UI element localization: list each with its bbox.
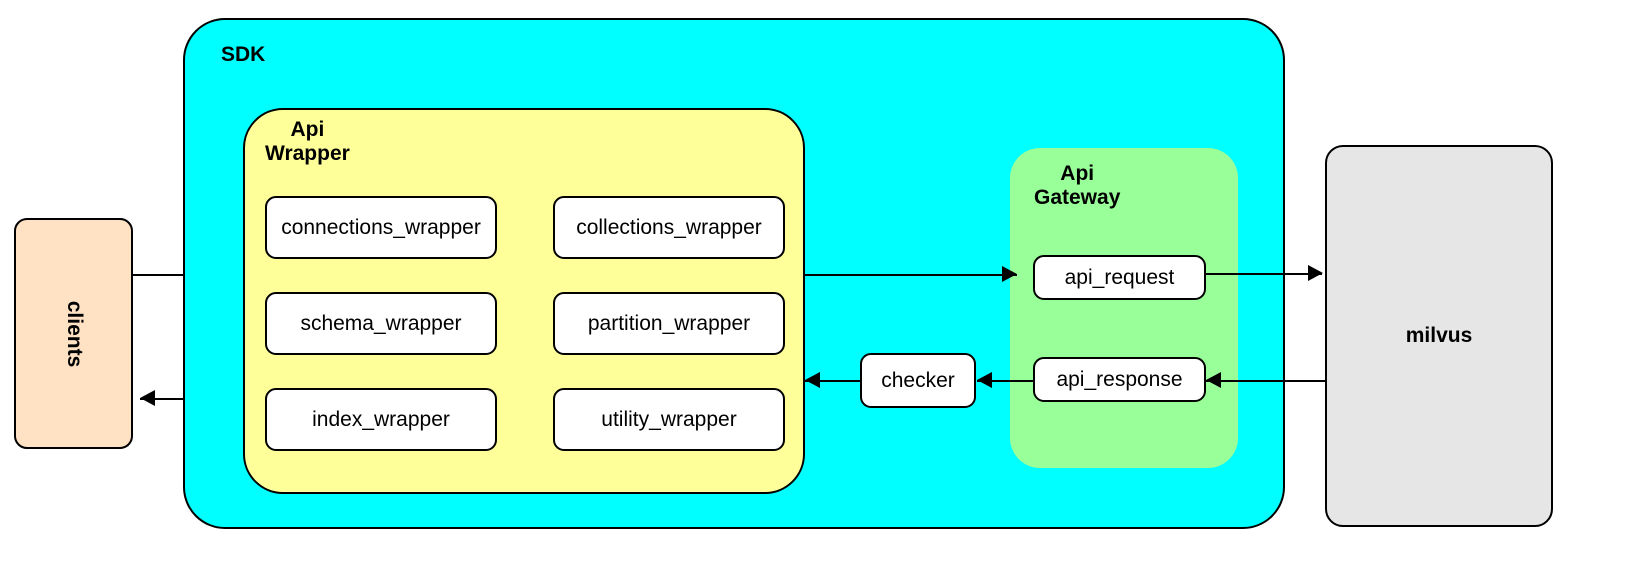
- node-api-request[interactable]: api_request: [1033, 255, 1206, 300]
- api-gateway-group: [1010, 148, 1238, 468]
- arrow-left-icon: [977, 372, 992, 388]
- clients-label: clients: [62, 300, 86, 367]
- milvus-node[interactable]: milvus: [1325, 145, 1553, 527]
- arrow-left-icon: [805, 372, 820, 388]
- api-wrapper-group-title: Api Wrapper: [265, 118, 350, 165]
- api-gateway-group-title: Api Gateway: [1034, 162, 1121, 209]
- clients-node[interactable]: clients: [14, 218, 133, 449]
- arrow-right-icon: [1308, 265, 1323, 281]
- module-utility-wrapper[interactable]: utility_wrapper: [553, 388, 785, 451]
- connector-clients-to-sdk: [133, 274, 229, 276]
- module-index-wrapper[interactable]: index_wrapper: [265, 388, 497, 451]
- connector-checker-to-api-wrapper: [805, 380, 860, 382]
- module-collections-wrapper[interactable]: collections_wrapper: [553, 196, 785, 259]
- module-partition-wrapper[interactable]: partition_wrapper: [553, 292, 785, 355]
- connector-milvus-to-api-response: [1206, 380, 1325, 382]
- module-schema-wrapper[interactable]: schema_wrapper: [265, 292, 497, 355]
- connector-wrapper-to-api-request: [805, 274, 1017, 276]
- module-connections-wrapper[interactable]: connections_wrapper: [265, 196, 497, 259]
- arrow-left-icon: [1206, 372, 1221, 388]
- node-api-response[interactable]: api_response: [1033, 357, 1206, 402]
- node-checker[interactable]: checker: [860, 353, 976, 408]
- connector-api-request-to-milvus: [1206, 273, 1322, 275]
- connector-api-response-to-checker: [977, 380, 1033, 382]
- sdk-group-title: SDK: [221, 43, 266, 66]
- arrow-left-icon: [140, 390, 155, 406]
- arrow-right-icon: [1002, 266, 1017, 282]
